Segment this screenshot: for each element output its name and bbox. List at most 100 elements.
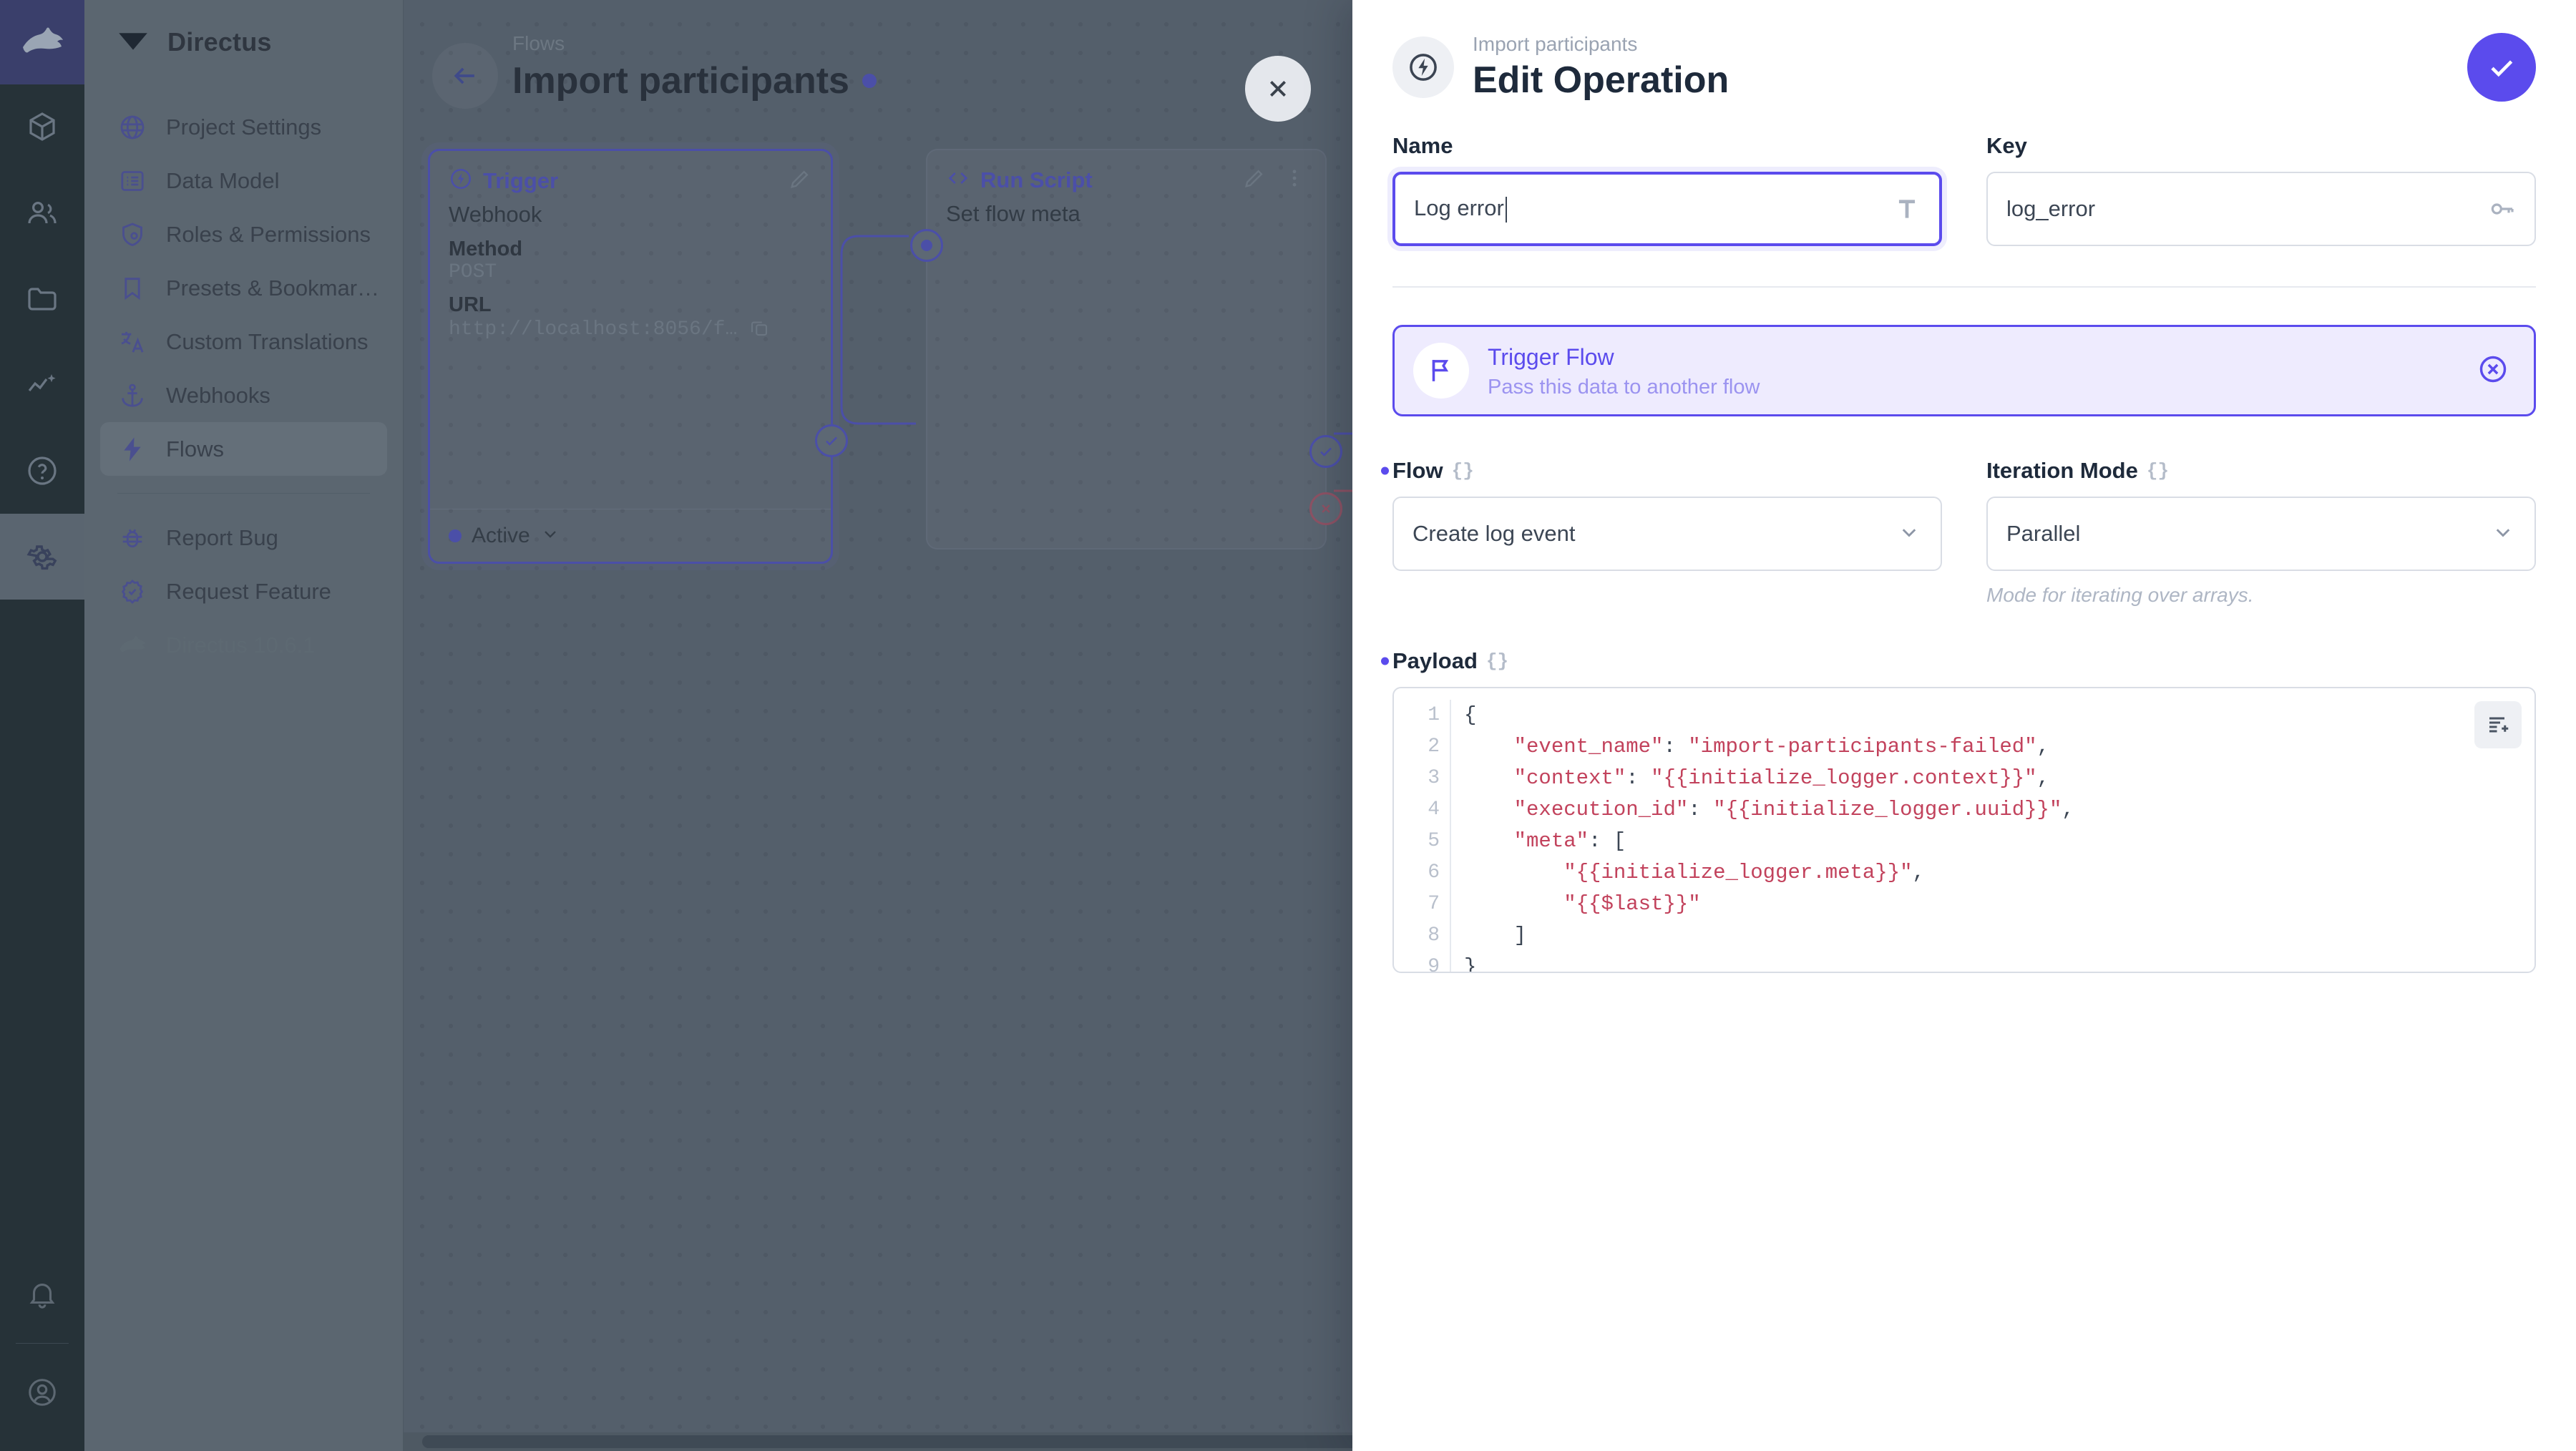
copy-icon[interactable] (748, 317, 770, 342)
key-input[interactable]: log_error (1986, 172, 2536, 247)
feature-request-icon (117, 577, 147, 607)
node-output-port-success[interactable] (1309, 435, 1342, 468)
sidebar-item-roles-permissions[interactable]: Roles & Permissions (100, 207, 387, 261)
port-dot (921, 240, 932, 251)
pencil-icon[interactable] (788, 167, 812, 195)
key-icon (2487, 195, 2516, 223)
rail-item-settings[interactable] (0, 514, 84, 600)
admin-panel-icon (117, 220, 147, 250)
code-line: "context": "{{initialize_logger.context}… (1513, 766, 2049, 791)
rail-item-help[interactable] (0, 428, 84, 514)
sidebar-item-flows[interactable]: Flows (100, 422, 387, 476)
iteration-field-label: Iteration Mode {} (1986, 458, 2170, 484)
node-output-port-error[interactable] (1309, 492, 1342, 525)
scrollbar-thumb[interactable] (422, 1435, 1395, 1448)
breadcrumb[interactable]: Flows (512, 32, 565, 54)
pencil-icon[interactable] (1242, 166, 1267, 194)
banner-subtitle: Pass this data to another flow (1488, 375, 1760, 399)
status-dot (449, 529, 462, 542)
more-vertical-icon[interactable] (1282, 166, 1307, 194)
rail-item-content[interactable] (0, 84, 84, 170)
sidebar-item-report-bug[interactable]: Report Bug (100, 511, 387, 565)
editor-code[interactable]: { "event_name": "import-participants-fai… (1451, 700, 2074, 972)
bolt-circle-icon (1392, 36, 1454, 99)
braces-indicator: {} (2146, 460, 2170, 482)
chevron-down-icon[interactable] (540, 524, 560, 547)
module-rail (0, 0, 84, 1451)
node-output-port[interactable] (815, 424, 848, 457)
back-button[interactable] (432, 43, 498, 109)
flow-node-trigger[interactable]: Trigger Webhook Method POST URL (428, 149, 848, 564)
list-alt-icon (117, 166, 147, 196)
rail-item-file-library[interactable] (0, 256, 84, 342)
iteration-field-group: Iteration Mode {} Parallel Mode for iter… (1986, 458, 2536, 607)
close-circle-icon[interactable] (2477, 353, 2509, 389)
rail-item-user-directory[interactable] (0, 170, 84, 256)
sidebar-item-label: Request Feature (166, 578, 331, 604)
line-number: 3 (1428, 767, 1440, 790)
sidebar-item-data-model[interactable]: Data Model (100, 154, 387, 207)
rail-item-user-account[interactable] (0, 1349, 84, 1435)
anchor-icon (117, 381, 147, 411)
flow-field-group: Flow {} Create log event (1392, 458, 1942, 607)
save-button[interactable] (2467, 33, 2536, 102)
node-field-key: Method (449, 238, 523, 260)
format-indent-icon[interactable] (2474, 701, 2522, 749)
code-line: "execution_id": "{{initialize_logger.uui… (1513, 798, 2074, 822)
line-number: 7 (1428, 893, 1440, 916)
key-input-value: log_error (2006, 196, 2096, 222)
status-badge: Active (472, 523, 530, 547)
iteration-mode-select[interactable]: Parallel (1986, 497, 2536, 572)
form-divider (1392, 286, 2536, 288)
bug-report-icon (117, 523, 147, 553)
settings-nav-list: Project Settings Data Model (84, 84, 403, 672)
code-line: "meta": [ (1513, 829, 1626, 854)
node-input-port[interactable] (910, 229, 943, 262)
modnav-header: Directus (84, 0, 403, 84)
close-drawer-button[interactable] (1245, 56, 1311, 122)
node-header: Trigger (430, 151, 831, 195)
sidebar-item-presets-bookmarks[interactable]: Presets & Bookmar… (100, 261, 387, 315)
name-input[interactable]: Log error (1392, 172, 1942, 247)
edit-operation-drawer: Import participants Edit Operation Name … (1352, 0, 2576, 1451)
sidebar-item-label: Flows (166, 436, 224, 461)
node-field-value: POST (449, 261, 497, 283)
line-number: 1 (1428, 704, 1440, 727)
page-title-text: Import participants (512, 59, 849, 102)
sidebar-item-webhooks[interactable]: Webhooks (100, 368, 387, 422)
sidebar-item-label: Roles & Permissions (166, 221, 371, 247)
operation-type-banner[interactable]: Trigger Flow Pass this data to another f… (1392, 325, 2536, 417)
rail-item-insights[interactable] (0, 342, 84, 428)
name-field-group: Name Log error (1392, 133, 1942, 247)
sidebar-item-request-feature[interactable]: Request Feature (100, 565, 387, 618)
node-body: Set flow meta (927, 194, 1325, 227)
rail-item-notifications[interactable] (0, 1251, 84, 1337)
drawer-header: Import participants Edit Operation (1352, 0, 2576, 102)
bolt-circle-icon (449, 167, 473, 195)
drawer-breadcrumb[interactable]: Import participants (1473, 33, 1638, 55)
flow-node-run-script-meta[interactable]: Run Script (910, 149, 1342, 549)
key-field-group: Key log_error (1986, 133, 2536, 247)
text-caret (1505, 197, 1507, 223)
sidebar-item-custom-translations[interactable]: Custom Translations (100, 315, 387, 368)
flow-connector (840, 235, 916, 425)
drawer-titles: Import participants Edit Operation (1473, 33, 2467, 102)
iteration-mode-value: Parallel (2006, 521, 2081, 547)
node-field-key: URL (449, 293, 492, 316)
text-format-icon (1893, 195, 1921, 223)
code-line: "{{$last}}" (1563, 892, 1701, 917)
flow-iteration-row: Flow {} Create log event Iter (1392, 458, 2536, 607)
node-status-bar[interactable]: Active (430, 509, 831, 562)
flow-select[interactable]: Create log event (1392, 497, 1942, 572)
page-title: Import participants (512, 59, 877, 102)
directus-rabbit-logo[interactable] (0, 0, 84, 84)
iteration-mode-helper: Mode for iterating over arrays. (1986, 584, 2254, 607)
line-number: 4 (1428, 798, 1440, 821)
sidebar-item-project-settings[interactable]: Project Settings (100, 100, 387, 154)
code-line: ] (1464, 924, 1527, 948)
node-type-label: Trigger (483, 167, 559, 193)
